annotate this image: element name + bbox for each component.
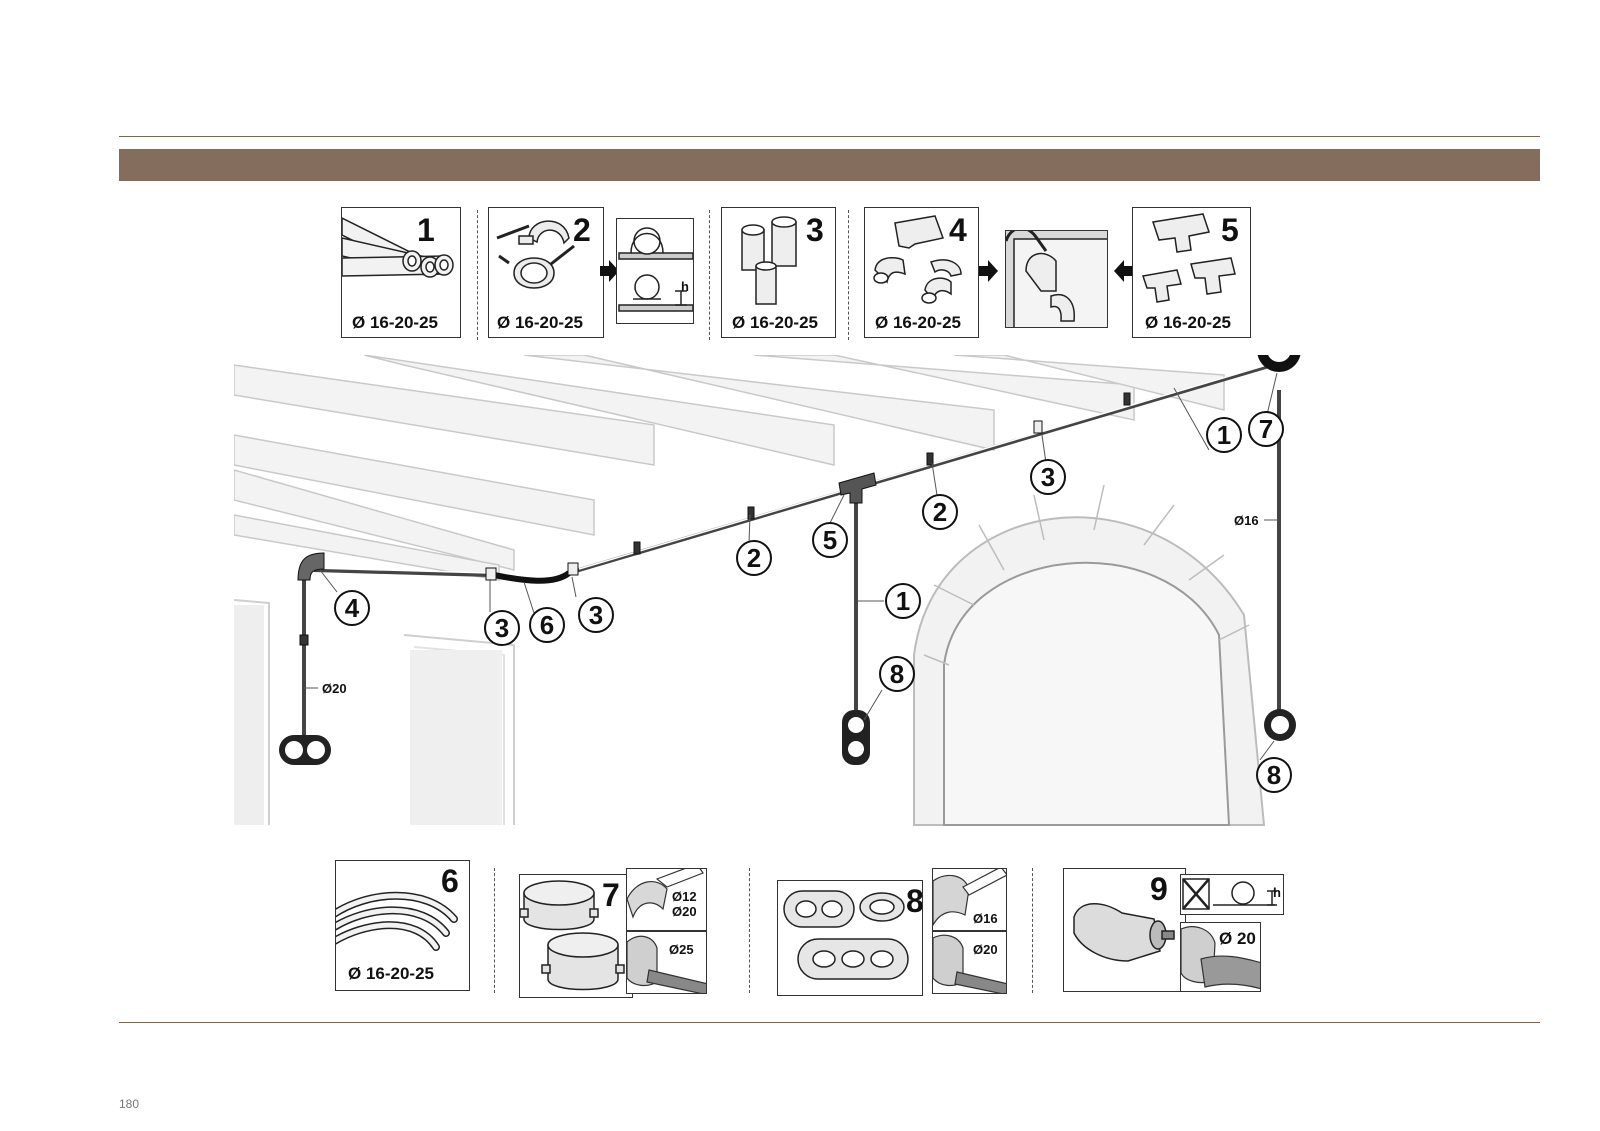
diameter-label: Ø25 xyxy=(669,942,694,957)
callout-label: 3 xyxy=(495,613,509,643)
callout-label: 2 xyxy=(747,543,761,573)
panel-9-not-allowed-detail: h xyxy=(1180,874,1284,915)
panel-number: 1 xyxy=(417,212,435,248)
sleeve-fitting-detail-illustration xyxy=(1181,926,1260,990)
panel-number: 6 xyxy=(441,863,459,899)
diameter-label: Ø20 xyxy=(672,904,697,919)
callout-label: 4 xyxy=(345,593,360,623)
panel-number: 5 xyxy=(1221,212,1239,248)
mounting-height-detail xyxy=(1182,878,1277,910)
panel-number: 9 xyxy=(1150,871,1168,907)
room-walls xyxy=(234,599,515,825)
panel-5-tee-fittings: 5 Ø 16-20-25 xyxy=(1132,207,1251,338)
callout-label: 1 xyxy=(896,586,910,616)
panel-7-junction-boxes: 7 xyxy=(519,874,633,998)
panel-number: 3 xyxy=(806,212,824,248)
panel-diameter-label: Ø 16-20-25 xyxy=(352,313,438,332)
clamp-height-detail xyxy=(618,227,693,312)
flexible-sleeve-illustration xyxy=(1073,903,1175,962)
separator xyxy=(494,868,495,993)
crossed-out-icon xyxy=(1182,878,1210,910)
panel-7-detail-2: Ø25 xyxy=(626,931,707,994)
panel-number: 4 xyxy=(949,212,967,248)
panel-9-detail: Ø 20 xyxy=(1180,922,1261,992)
top-rule xyxy=(119,136,1540,137)
flexible-conduit xyxy=(493,570,571,584)
separator xyxy=(477,210,478,340)
diameter-label: Ø20 xyxy=(973,942,998,957)
height-label: h xyxy=(681,279,689,294)
callout-leaders xyxy=(319,372,1278,761)
couplers-illustration xyxy=(741,216,797,305)
panel-3-couplers: 3 Ø 16-20-25 xyxy=(721,207,836,338)
panel-4-5-installation-detail xyxy=(1005,230,1108,328)
height-label: h xyxy=(1273,885,1281,900)
panel-9-flexible-sleeve: 9 xyxy=(1063,868,1186,992)
elbows-illustration xyxy=(873,215,962,304)
callout-label: 6 xyxy=(540,610,554,640)
panel-2-mounting-detail: h xyxy=(616,218,694,324)
panel-8-detail-1: Ø16 xyxy=(932,868,1007,931)
panel-number: 8 xyxy=(906,883,923,919)
panel-4-elbows: 4 Ø 16-20-25 xyxy=(864,207,979,338)
separator xyxy=(749,868,750,993)
callout-label: 1 xyxy=(1217,420,1231,450)
panel-number: 7 xyxy=(602,877,620,913)
callout-label: 3 xyxy=(589,600,603,630)
header-band xyxy=(119,149,1540,181)
ceiling-beams xyxy=(234,355,1225,581)
cutting-detail-illustration xyxy=(627,869,704,919)
conduit-insert-detail-illustration xyxy=(627,935,706,993)
diameter-label: Ø12 xyxy=(672,889,697,904)
callout-label: 8 xyxy=(1267,760,1281,790)
callout-label: 2 xyxy=(933,497,947,527)
panel-1-tubes: 1 Ø 16-20-25 xyxy=(341,207,461,338)
conduit-insert-detail-illustration xyxy=(933,934,1006,993)
switch-plates xyxy=(279,709,1296,765)
panel-8-switch-plates: 8 xyxy=(777,880,923,996)
stone-arch xyxy=(913,484,1266,826)
diameter-label: Ø 20 xyxy=(1219,929,1256,948)
panel-8-detail-2: Ø20 xyxy=(932,931,1007,994)
callout-label: 3 xyxy=(1041,462,1055,492)
dimension-labels: Ø16 Ø20 xyxy=(304,513,1279,696)
junction-box xyxy=(1257,355,1301,372)
panel-diameter-label: Ø 16-20-25 xyxy=(348,964,434,983)
panel-6-flexible-conduit: 6 Ø 16-20-25 xyxy=(335,860,470,991)
switch-plates-illustration xyxy=(783,890,909,980)
rigid-tubes-illustration xyxy=(342,217,454,278)
bottom-rule xyxy=(119,1022,1540,1023)
page-number: 180 xyxy=(119,1097,140,1111)
dimension-label: Ø16 xyxy=(1234,513,1259,528)
separator xyxy=(848,210,849,340)
panel-diameter-label: Ø 16-20-25 xyxy=(1145,313,1231,332)
cutting-detail-illustration xyxy=(933,869,1006,927)
panel-7-detail-1: Ø12 Ø20 xyxy=(626,868,707,931)
elbow-installation-illustration xyxy=(1006,231,1107,327)
panel-2-clamps: 2 Ø 16-20-25 xyxy=(488,207,604,338)
separator xyxy=(709,210,710,340)
dimension-label: Ø20 xyxy=(322,681,347,696)
diameter-label: Ø16 xyxy=(973,911,998,926)
arrow-left-icon xyxy=(1114,260,1133,282)
clamps-illustration xyxy=(496,220,575,289)
arrow-right-icon xyxy=(600,260,619,282)
callout-label: 5 xyxy=(823,525,837,555)
tee-fittings-illustration xyxy=(1142,213,1236,303)
flexible-conduit-illustration xyxy=(336,891,458,951)
panel-diameter-label: Ø 16-20-25 xyxy=(875,313,961,332)
separator xyxy=(1032,868,1033,993)
callout-label: 7 xyxy=(1259,414,1273,444)
installation-scene: 1 7 3 2 5 2 4 3 6 3 1 8 8 Ø16 Ø20 xyxy=(234,355,1301,826)
conduit-fittings xyxy=(297,392,1131,646)
arrow-right-icon xyxy=(979,260,998,282)
callouts: 1 7 3 2 5 2 4 3 6 3 1 8 8 xyxy=(334,411,1292,793)
callout-label: 8 xyxy=(890,659,904,689)
panel-diameter-label: Ø 16-20-25 xyxy=(497,313,583,332)
junction-boxes-illustration xyxy=(520,880,625,991)
panel-diameter-label: Ø 16-20-25 xyxy=(732,313,818,332)
panel-number: 2 xyxy=(573,212,591,248)
